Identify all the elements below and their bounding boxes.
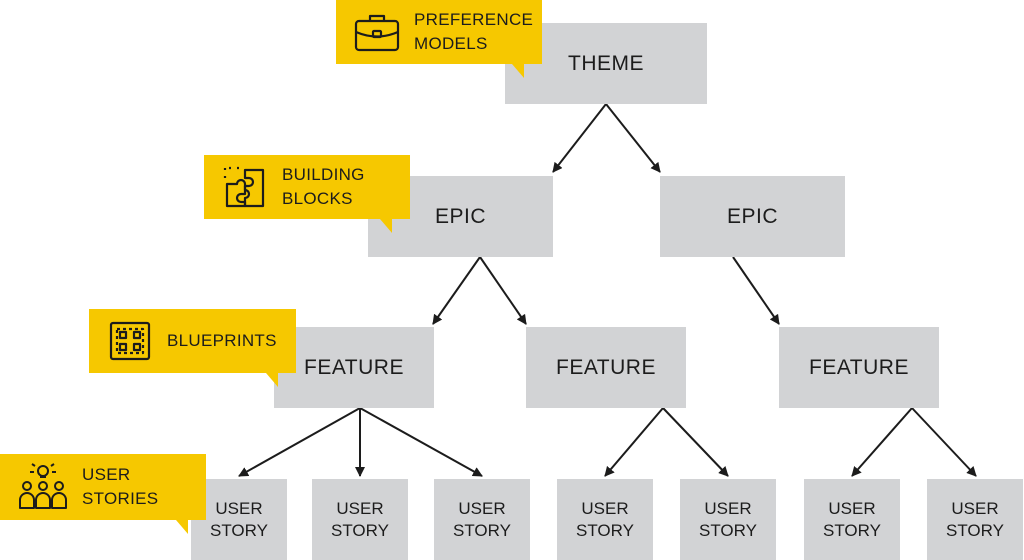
story-label-line1: USER (336, 498, 384, 518)
user-story-node-3: USER STORY (434, 479, 530, 560)
briefcase-icon (348, 11, 406, 53)
feature-label: FEATURE (809, 355, 909, 379)
arrow-feature-3-story-6 (851, 407, 913, 477)
story-label-line1: USER (828, 498, 876, 518)
epic-label: EPIC (434, 204, 486, 228)
arrow-feature-3-story-7 (911, 407, 977, 477)
people-idea-icon (14, 462, 72, 512)
story-label-line2: STORY (331, 520, 389, 540)
callout-label-line1: BLUEPRINTS (167, 331, 277, 350)
story-label-line2: STORY (576, 520, 634, 540)
arrow-feature-2-story-5 (662, 407, 729, 477)
arrow-feature-2-story-4 (604, 407, 664, 477)
arrow-feature-1-story-3 (359, 407, 483, 477)
story-label-line1: USER (581, 498, 629, 518)
theme-label: THEME (568, 51, 644, 75)
callout-building-blocks: BUILDING BLOCKS (204, 155, 410, 219)
feature-label: FEATURE (556, 355, 656, 379)
user-story-node-6: USER STORY (804, 479, 900, 560)
arrow-theme-epic-left (552, 103, 607, 173)
epic-label: EPIC (726, 204, 778, 228)
arrow-theme-epic-right (605, 103, 661, 173)
callout-tail (176, 520, 188, 534)
arrow-feature-1-story-1 (238, 407, 361, 477)
callout-tail (266, 373, 278, 387)
story-label-line1: USER (951, 498, 999, 518)
callout-label-line1: USER (82, 465, 131, 484)
epic-node-right: EPIC (660, 176, 845, 257)
callout-label-line2: STORIES (82, 489, 159, 508)
callout-label-line2: BLOCKS (282, 189, 353, 208)
feature-node-2: FEATURE (526, 327, 686, 408)
arrow-epic-left-feature-1 (432, 256, 481, 325)
story-label-line1: USER (458, 498, 506, 518)
story-label-line2: STORY (453, 520, 511, 540)
callout-label-line2: MODELS (414, 34, 488, 53)
puzzle-icon (216, 164, 274, 210)
story-label-line2: STORY (823, 520, 881, 540)
callout-user-stories: USER STORIES (0, 454, 206, 520)
blueprint-icon (101, 319, 159, 363)
callout-tail (380, 219, 392, 233)
story-label-line1: USER (215, 498, 263, 518)
feature-node-1: FEATURE (274, 327, 434, 408)
callout-blueprints: BLUEPRINTS (89, 309, 296, 373)
callout-label-line1: PREFERENCE (414, 10, 534, 29)
user-story-node-7: USER STORY (927, 479, 1023, 560)
story-label-line2: STORY (946, 520, 1004, 540)
callout-tail (512, 64, 524, 78)
story-label-line2: STORY (210, 520, 268, 540)
user-story-node-4: USER STORY (557, 479, 653, 560)
callout-preference-models: PREFERENCE MODELS (336, 0, 542, 64)
user-story-node-2: USER STORY (312, 479, 408, 560)
story-label-line2: STORY (699, 520, 757, 540)
feature-label: FEATURE (304, 355, 404, 379)
story-label-line1: USER (704, 498, 752, 518)
user-story-node-5: USER STORY (680, 479, 776, 560)
feature-node-3: FEATURE (779, 327, 939, 408)
user-story-node-1: USER STORY (191, 479, 287, 560)
callout-label-line1: BUILDING (282, 165, 365, 184)
arrow-epic-left-feature-2 (479, 256, 527, 325)
arrow-epic-right-feature-3 (732, 256, 780, 325)
